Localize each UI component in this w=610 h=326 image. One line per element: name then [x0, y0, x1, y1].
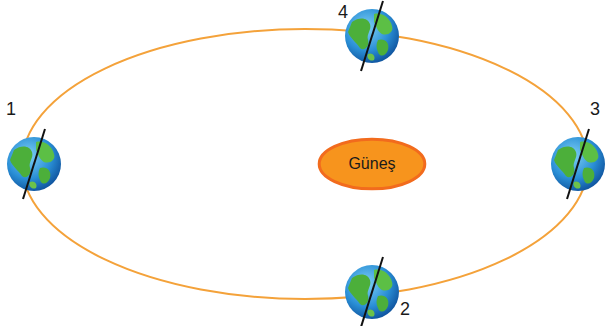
- earth-figure: [551, 129, 605, 199]
- sun-node: Güneş: [317, 137, 427, 191]
- callout-number: 4: [338, 3, 348, 21]
- sun-label: Güneş: [348, 155, 395, 173]
- earth-figure: [345, 1, 399, 71]
- callout-number: 3: [590, 100, 600, 118]
- earth-figure: [7, 129, 61, 199]
- orbit-path: [22, 29, 588, 299]
- callout-number: 1: [6, 100, 16, 118]
- callout-number: 2: [400, 300, 410, 318]
- earth-figure: [345, 257, 399, 326]
